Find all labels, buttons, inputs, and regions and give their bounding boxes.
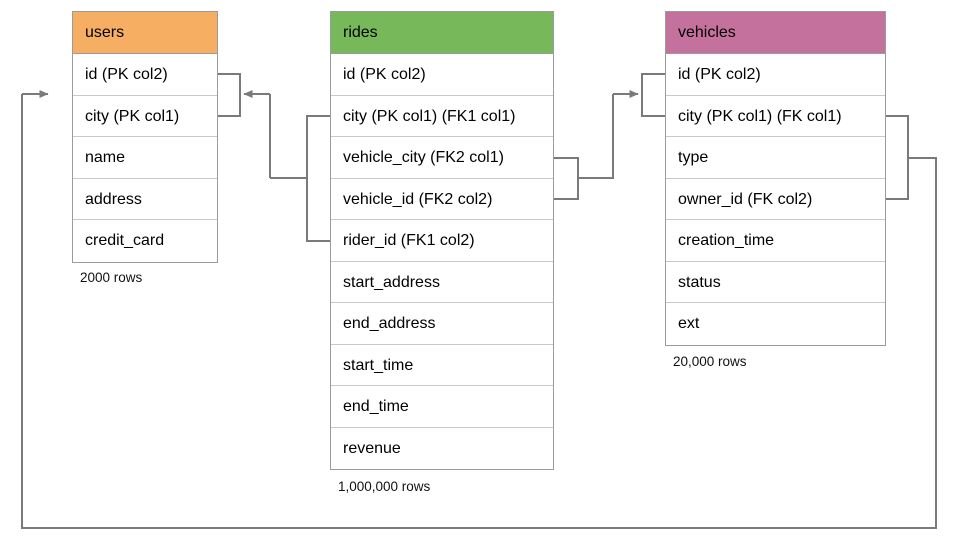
connector-fk1-rides-users [218,73,330,242]
table-vehicles-column-city[interactable]: city (PK col1) (FK col1) [666,95,885,137]
table-rides-column-end-address[interactable]: end_address [331,303,553,345]
table-vehicles-header: vehicles [666,12,885,54]
table-users-column-city[interactable]: city (PK col1) [73,95,217,137]
table-vehicles-column-id[interactable]: id (PK col2) [666,54,885,96]
table-vehicles-row-count: 20,000 rows [673,354,747,369]
table-users-column-address[interactable]: address [73,178,217,220]
table-rides[interactable]: rides id (PK col2) city (PK col1) (FK1 c… [330,11,554,470]
table-vehicles-column-owner-id[interactable]: owner_id (FK col2) [666,178,885,220]
table-users-row-count: 2000 rows [80,270,143,285]
table-rides-column-vehicle-city[interactable]: vehicle_city (FK2 col1) [331,137,553,179]
connector-fk2-rides-vehicles [554,73,665,200]
table-users-header: users [73,12,217,54]
table-rides-header: rides [331,12,553,54]
table-vehicles-column-ext[interactable]: ext [666,303,885,345]
table-vehicles-column-type[interactable]: type [666,137,885,179]
table-rides-column-revenue[interactable]: revenue [331,427,553,469]
table-users-column-name[interactable]: name [73,137,217,179]
table-vehicles[interactable]: vehicles id (PK col2) city (PK col1) (FK… [665,11,886,346]
table-rides-row-count: 1,000,000 rows [338,479,431,494]
table-rides-column-vehicle-id[interactable]: vehicle_id (FK2 col2) [331,178,553,220]
table-vehicles-column-status[interactable]: status [666,261,885,303]
table-vehicles-column-creation-time[interactable]: creation_time [666,220,885,262]
table-rides-column-city[interactable]: city (PK col1) (FK1 col1) [331,95,553,137]
table-rides-column-end-time[interactable]: end_time [331,386,553,428]
table-users[interactable]: users id (PK col2) city (PK col1) name a… [72,11,218,263]
table-users-column-credit-card[interactable]: credit_card [73,220,217,262]
table-rides-column-start-time[interactable]: start_time [331,344,553,386]
table-users-column-id[interactable]: id (PK col2) [73,54,217,96]
table-rides-column-rider-id[interactable]: rider_id (FK1 col2) [331,220,553,262]
table-rides-column-id[interactable]: id (PK col2) [331,54,553,96]
table-rides-column-start-address[interactable]: start_address [331,261,553,303]
